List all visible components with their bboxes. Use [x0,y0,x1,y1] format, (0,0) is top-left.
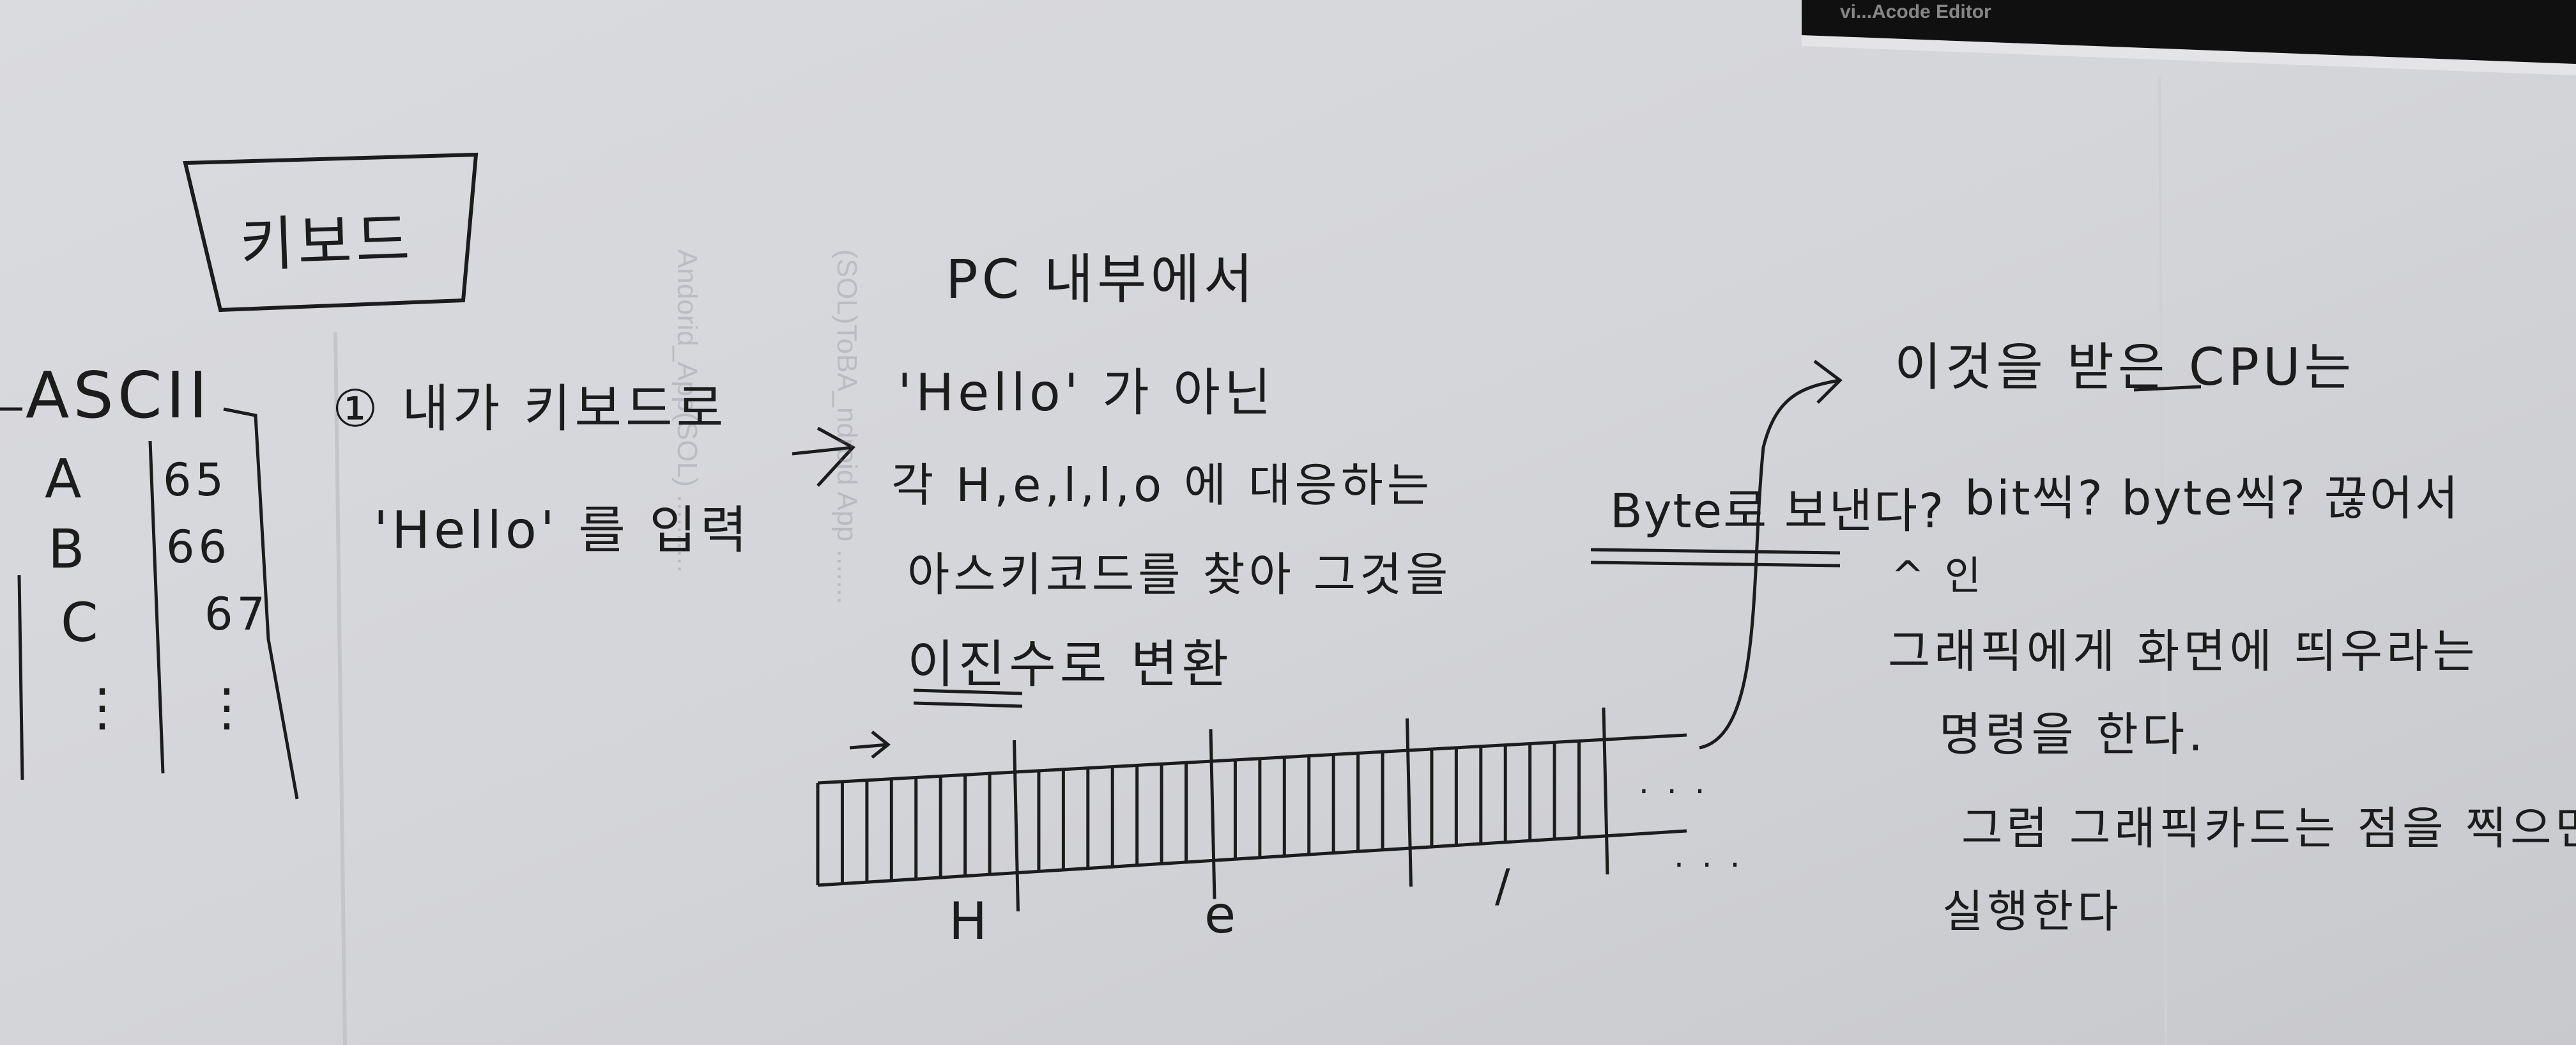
underline-send-note [1590,548,1841,568]
pc-section-line2: 각 H,e,l,l,o 에 대응하는 [891,458,1434,512]
arrow-into-pc [792,426,856,487]
byte-row-outline [816,733,1687,887]
byte-label-e: e [1204,885,1236,945]
pc-section-title: PC 내부에서 [946,248,1257,311]
ascii-code-a: 65 [163,454,228,506]
step1-line2: 'Hello' 를 입력 [374,500,751,560]
keyboard-label: 키보드 [238,205,415,280]
ascii-code-c: 67 [204,588,270,640]
ascii-code-dots: ⋮ [201,677,256,737]
step1-line1: ① 내가 키보드로 [332,379,728,438]
byte-row-dots-bottom: . . . [1674,837,1744,874]
cpu-insert-mark: ^ 인 [1891,552,1985,599]
arrow-to-cpu [1699,360,1843,750]
underline-binary [913,688,1023,708]
byte-divider [1602,708,1609,875]
ascii-char-b: B [48,518,89,580]
byte-row-grid [816,708,1687,911]
ascii-header: ASCII [26,358,211,433]
cpu-section-line1: bit씩? byte씩? 끊어서 [1965,471,2460,526]
send-note: Byte로 보낸다? [1610,484,1945,539]
pc-section-line3: 아스키코드를 찾아 그것을 [907,548,1452,601]
arrow-byte-row [849,731,891,759]
cpu-section-line4: 그럼 그래픽카드는 점을 찍으면서 [1961,802,2576,855]
monitor-title-text: vi...Acode Editor [1840,1,1991,22]
byte-divider [1406,718,1413,887]
ascii-code-b: 66 [166,521,231,573]
byte-row-dots-top: . . . [1639,764,1709,801]
keyboard-box [183,152,479,313]
ascii-char-dots: ⋮ [77,677,132,737]
cpu-section-line3: 명령을 한다. [1939,708,2207,761]
byte-divider [1209,729,1216,899]
byte-label-slash: / [1495,860,1510,912]
byte-divider [1013,739,1020,911]
pc-section-line1: 'Hello' 가 아닌 [898,363,1275,422]
ascii-char-c: C [61,591,102,654]
cpu-section-line5: 실행한다 [1942,885,2122,938]
ascii-table-lines [0,407,299,800]
pc-section-line4: 이진수로 변환 [907,635,1233,694]
byte-label-h: H [949,892,988,951]
ascii-char-a: A [45,447,86,510]
cpu-section-line2: 그래픽에게 화면에 띄우라는 [1888,624,2479,678]
underline-cpu [2133,385,2202,392]
cpu-section-title: 이것을 받은 CPU는 [1894,337,2356,397]
bleed-through-text: (SOL)ToBA_ndroid App ....... [831,249,862,605]
